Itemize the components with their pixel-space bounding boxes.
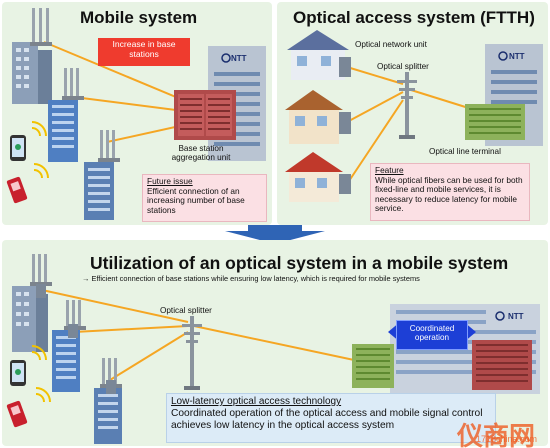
onu-label: Optical network unit xyxy=(355,40,427,49)
house-icon xyxy=(285,152,343,202)
office-building-icon xyxy=(12,286,48,352)
wireless-signal-icon xyxy=(31,345,47,361)
mobile-system-title: Mobile system xyxy=(80,8,198,27)
feature-heading: Feature xyxy=(375,165,404,175)
house-icon xyxy=(287,30,349,80)
watermark-url: 1718china.com xyxy=(476,434,538,444)
future-issue-box: Future issue Efficient connection of an … xyxy=(142,174,267,222)
increase-base-stations-callout: Increase in base stations xyxy=(98,38,190,66)
ftth-splitter-label: Optical splitter xyxy=(377,62,429,71)
ntt-logo: NTT xyxy=(509,52,525,61)
antenna-tower-icon xyxy=(64,300,86,338)
coordinated-operation-badge: Coordinated operation xyxy=(396,320,468,350)
aggregation-unit-racks-icon xyxy=(472,340,532,390)
mobile-system-illustration xyxy=(6,8,266,220)
ftth-panel: Optical access system (FTTH) Optical net… xyxy=(277,2,548,225)
smartphone-icon xyxy=(10,135,26,161)
antenna-tower-icon xyxy=(98,130,120,162)
wireless-signal-icon xyxy=(35,387,51,403)
future-issue-text: Efficient connection of an increasing nu… xyxy=(147,185,245,215)
office-building-icon xyxy=(12,42,52,104)
antenna-tower-icon xyxy=(30,254,52,298)
fiber-lines xyxy=(346,66,476,185)
optical-splitter-pole-icon xyxy=(397,72,417,139)
onu-box-icon xyxy=(339,57,351,194)
wireless-signal-icon xyxy=(33,163,49,179)
ntt-logo: NTT xyxy=(508,312,524,321)
optical-splitter-pole-icon xyxy=(182,316,202,390)
wireless-signal-icon xyxy=(31,121,47,137)
low-latency-text: Coordinated operation of the optical acc… xyxy=(171,407,483,432)
flip-phone-icon xyxy=(6,400,28,428)
bottom-splitter-label: Optical splitter xyxy=(160,306,212,315)
olt-racks-icon xyxy=(352,344,394,388)
future-issue-heading: Future issue xyxy=(147,176,193,186)
antenna-tower-icon xyxy=(30,8,52,46)
aggregation-unit-label: Base station aggregation unit xyxy=(171,144,231,163)
low-latency-heading: Low-latency optical access technology xyxy=(171,396,342,407)
ntt-logo: NTT xyxy=(231,54,247,63)
ftth-illustration xyxy=(285,30,543,202)
office-building-icon xyxy=(48,100,78,162)
antenna-tower-icon xyxy=(62,68,84,100)
utilization-title: Utilization of an optical system in a mo… xyxy=(90,253,509,273)
watermark-logo: 仪商网 xyxy=(457,422,536,448)
feature-text: While optical fibers can be used for bot… xyxy=(375,174,523,214)
olt-racks-icon xyxy=(465,104,525,140)
utilization-panel: Utilization of an optical system in a mo… xyxy=(2,240,548,448)
antenna-tower-icon xyxy=(100,358,122,394)
smartphone-icon xyxy=(10,360,26,386)
ftth-title: Optical access system (FTTH) xyxy=(293,8,535,27)
low-latency-box: Low-latency optical access technology Co… xyxy=(166,393,496,443)
office-building-icon xyxy=(52,330,80,392)
flip-phone-icon xyxy=(6,176,28,204)
office-building-icon xyxy=(84,162,114,220)
utilization-subtitle: → Efficient connection of base stations … xyxy=(82,274,420,283)
feature-box: Feature While optical fibers can be used… xyxy=(370,163,530,221)
office-building-icon xyxy=(94,388,122,444)
mobile-system-panel: Mobile system Increase in base stations … xyxy=(2,2,272,225)
house-icon xyxy=(285,90,343,144)
fiber-lines xyxy=(41,289,355,381)
olt-label: Optical line terminal xyxy=(429,147,501,156)
aggregation-unit-racks-icon xyxy=(174,90,236,140)
